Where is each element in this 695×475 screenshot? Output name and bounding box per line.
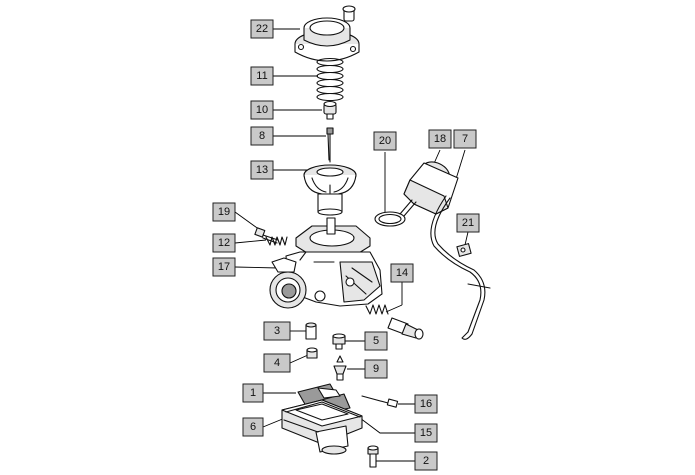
svg-text:16: 16 (420, 398, 432, 410)
part-spring-12 (265, 236, 288, 246)
part-jet-3 (305, 322, 317, 340)
callout-22: 22 (250, 19, 274, 39)
part-adjust-screw (365, 304, 424, 340)
part-o-ring (374, 211, 406, 227)
callout-12: 12 (212, 233, 236, 253)
part-needle-jet-5 (332, 333, 346, 350)
part-auto-choke (399, 161, 459, 217)
svg-text:19: 19 (218, 206, 230, 218)
svg-text:15: 15 (420, 427, 432, 439)
callout-4: 4 (263, 353, 291, 373)
callout-10: 10 (250, 100, 274, 120)
part-carburetor-body (269, 217, 383, 309)
callout-19: 19 (212, 202, 236, 222)
callout-16: 16 (414, 394, 438, 414)
svg-text:11: 11 (256, 70, 267, 82)
callout-13: 13 (250, 160, 274, 180)
svg-text:20: 20 (379, 135, 391, 147)
svg-text:9: 9 (373, 363, 379, 375)
svg-text:17: 17 (218, 261, 230, 273)
part-jet-needle (326, 127, 334, 163)
svg-text:7: 7 (462, 133, 468, 145)
svg-text:10: 10 (256, 104, 268, 116)
part-choke-wire (430, 195, 491, 340)
part-clip (456, 243, 472, 257)
svg-text:13: 13 (256, 164, 268, 176)
part-float-valve (333, 355, 347, 381)
callout-3: 3 (263, 321, 291, 341)
callout-14: 14 (390, 263, 414, 283)
svg-text:1: 1 (250, 387, 256, 399)
svg-text:6: 6 (250, 421, 256, 433)
part-spring (316, 57, 344, 102)
callout-2: 2 (414, 451, 438, 471)
callout-21: 21 (456, 213, 480, 233)
part-bowl-screw (367, 445, 379, 468)
svg-text:2: 2 (423, 455, 429, 467)
part-jet-4 (306, 347, 318, 359)
svg-text:8: 8 (259, 130, 265, 142)
part-drain-screw (361, 395, 399, 408)
svg-text:3: 3 (274, 325, 280, 337)
callout-8: 8 (250, 126, 274, 146)
callout-7: 7 (453, 129, 477, 149)
callout-9: 9 (364, 359, 388, 379)
part-bowl-gasket (285, 401, 361, 418)
svg-text:22: 22 (256, 23, 268, 35)
svg-text:14: 14 (396, 267, 408, 279)
svg-text:18: 18 (434, 133, 446, 145)
svg-text:12: 12 (218, 237, 230, 249)
callout-11: 11 (250, 66, 274, 86)
svg-text:5: 5 (373, 335, 379, 347)
callout-18: 18 (428, 129, 452, 149)
callout-15: 15 (414, 423, 438, 443)
svg-text:21: 21 (462, 217, 474, 229)
callout-17: 17 (212, 257, 236, 277)
part-diaphragm-piston (303, 164, 357, 216)
part-screw-19 (254, 227, 279, 244)
callout-20: 20 (373, 131, 397, 151)
part-needle-retainer (323, 100, 337, 120)
svg-text:4: 4 (274, 357, 280, 369)
part-top-cover (294, 5, 360, 62)
part-float-bowl (281, 399, 363, 455)
callout-5: 5 (364, 331, 388, 351)
callout-6: 6 (242, 417, 264, 437)
callout-1: 1 (242, 383, 264, 403)
